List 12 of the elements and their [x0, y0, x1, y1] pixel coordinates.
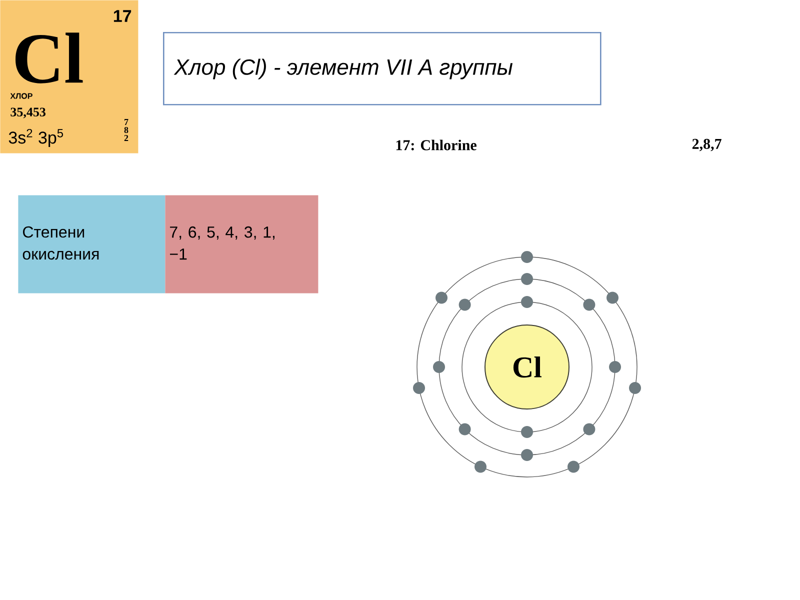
- element-name: ХЛОР: [10, 93, 32, 99]
- element-heading: 17: Chlorine: [396, 140, 476, 150]
- atomic-mass: 35,453: [10, 108, 46, 118]
- title-box: Хлор (Cl) - элемент VII A группы: [163, 32, 602, 106]
- element-symbol: Cl: [16, 32, 83, 84]
- nucleus: Cl: [484, 324, 570, 410]
- atomic-number: 17: [114, 10, 132, 22]
- table-cell: 7, 6, 5, 4, 3, 1, −1: [165, 195, 318, 294]
- electron-configuration: 3s$^{2}$ 3p$^{5}$: [8, 128, 64, 148]
- shell-configuration: 2,8,7: [692, 138, 722, 152]
- table-cell: Степени окисления: [18, 195, 166, 294]
- shell-numbers: 7 8 2: [124, 119, 128, 141]
